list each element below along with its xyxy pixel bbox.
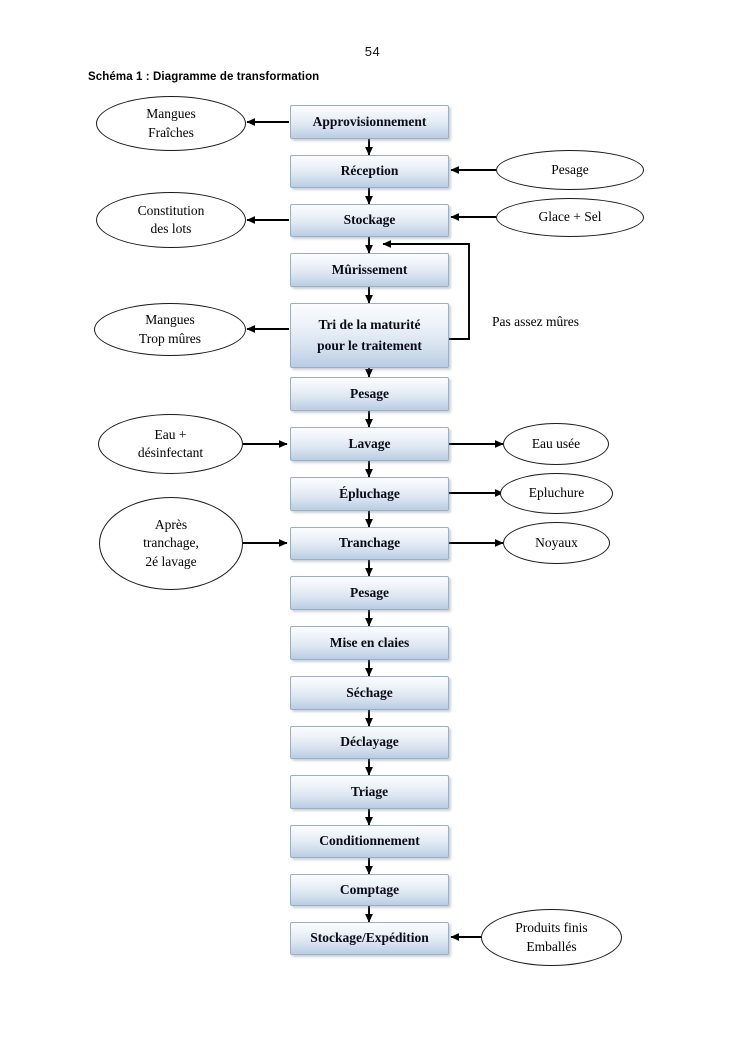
node-label-line2: Trop mûres — [138, 330, 202, 346]
process-box-comptage[interactable]: Comptage — [290, 874, 449, 906]
node-eau-usee[interactable]: Eau usée — [503, 423, 609, 465]
process-box-stockage[interactable]: Stockage — [290, 204, 449, 237]
annotation-pas-assez-mures: Pas assez mûres — [492, 314, 579, 330]
node-label-line1: Après — [154, 517, 188, 533]
process-label: Épluchage — [339, 485, 400, 501]
input-arrows-right — [450, 166, 496, 941]
node-label-line3: 2é lavage — [145, 553, 197, 569]
process-label: Approvisionnement — [312, 113, 427, 129]
process-box-mise-en-claies[interactable]: Mise en claies — [290, 626, 449, 660]
process-label: Triage — [350, 783, 389, 799]
process-box-sechage[interactable]: Séchage — [290, 676, 449, 710]
process-label: Réception — [340, 163, 399, 179]
input-arrows-left — [243, 440, 288, 547]
node-label-line1: Mangues — [146, 106, 196, 122]
page-number: 54 — [364, 44, 381, 59]
node-epluchure[interactable]: Epluchure — [500, 473, 613, 514]
process-box-epluchage[interactable]: Épluchage — [290, 477, 449, 511]
output-arrows-right — [449, 440, 504, 547]
node-apres-tranchage[interactable]: Après tranchage, 2é lavage — [99, 497, 243, 590]
process-label: Séchage — [346, 684, 393, 700]
node-glace-sel[interactable]: Glace + Sel — [496, 198, 644, 237]
process-box-stockage-expedition[interactable]: Stockage/Expédition — [290, 922, 449, 955]
process-label: Stockage/Expédition — [310, 930, 429, 946]
process-box-pesage-1[interactable]: Pesage — [290, 377, 449, 411]
node-label-line1: Glace + Sel — [538, 209, 602, 225]
process-box-murissement[interactable]: Mûrissement — [290, 253, 449, 287]
process-label: Pesage — [350, 584, 389, 600]
node-produits-finis[interactable]: Produits finis Emballés — [481, 909, 622, 966]
node-eau-desinfectant[interactable]: Eau + désinfectant — [98, 414, 243, 474]
process-box-triage[interactable]: Triage — [290, 775, 449, 809]
process-label: Conditionnement — [319, 833, 420, 849]
process-label: Comptage — [339, 881, 400, 897]
node-label-line2: des lots — [150, 221, 192, 236]
node-label-line1: Mangues — [145, 312, 195, 328]
node-mangues-trop-mures[interactable]: Mangues Trop mûres — [94, 303, 246, 356]
process-label: Stockage — [343, 212, 396, 228]
process-box-tri-maturite[interactable]: Tri de la maturité pour le traitement — [290, 303, 449, 368]
process-box-tranchage[interactable]: Tranchage — [290, 527, 449, 560]
annotation-text: Pas assez mûres — [492, 314, 579, 329]
figure-caption: Schéma 1 : Diagramme de transformation — [88, 71, 320, 83]
process-box-conditionnement[interactable]: Conditionnement — [290, 825, 449, 858]
node-label-line2: Fraîches — [148, 124, 194, 140]
process-box-pesage-2[interactable]: Pesage — [290, 576, 449, 610]
node-label-line1: Constitution — [137, 202, 205, 218]
process-label: Mûrissement — [331, 261, 408, 277]
process-label-line2: pour le traitement — [317, 337, 422, 353]
process-label: Tranchage — [338, 535, 401, 551]
node-label-line2: Emballés — [526, 938, 577, 954]
node-label-line1: Produits finis — [515, 920, 588, 936]
node-noyaux[interactable]: Noyaux — [503, 522, 610, 564]
output-arrows-left — [246, 118, 289, 333]
process-label: Mise en claies — [329, 634, 410, 650]
process-box-declayage[interactable]: Déclayage — [290, 726, 449, 759]
feedback-loop-pas-assez-mures — [382, 240, 470, 340]
process-box-reception[interactable]: Réception — [290, 155, 449, 188]
node-pesage-input[interactable]: Pesage — [496, 150, 644, 190]
node-label-line2: désinfectant — [137, 445, 204, 460]
node-label-line2: tranchage, — [143, 535, 199, 551]
node-mangues-fraiches[interactable]: Mangues Fraîches — [96, 96, 246, 151]
node-label-line1: Pesage — [551, 161, 589, 177]
process-box-lavage[interactable]: Lavage — [290, 427, 449, 461]
process-label: Lavage — [348, 435, 391, 451]
node-label-line1: Epluchure — [528, 485, 585, 501]
node-label-line1: Eau + — [154, 426, 187, 442]
node-constitution-lots[interactable]: Constitution des lots — [96, 192, 246, 248]
node-label-line1: Eau usée — [531, 435, 581, 451]
process-label: Tri de la maturité — [318, 316, 421, 332]
process-box-approvisionnement[interactable]: Approvisionnement — [290, 105, 449, 139]
node-label-line1: Noyaux — [535, 534, 578, 550]
process-label: Déclayage — [340, 734, 399, 750]
process-label: Pesage — [350, 385, 389, 401]
